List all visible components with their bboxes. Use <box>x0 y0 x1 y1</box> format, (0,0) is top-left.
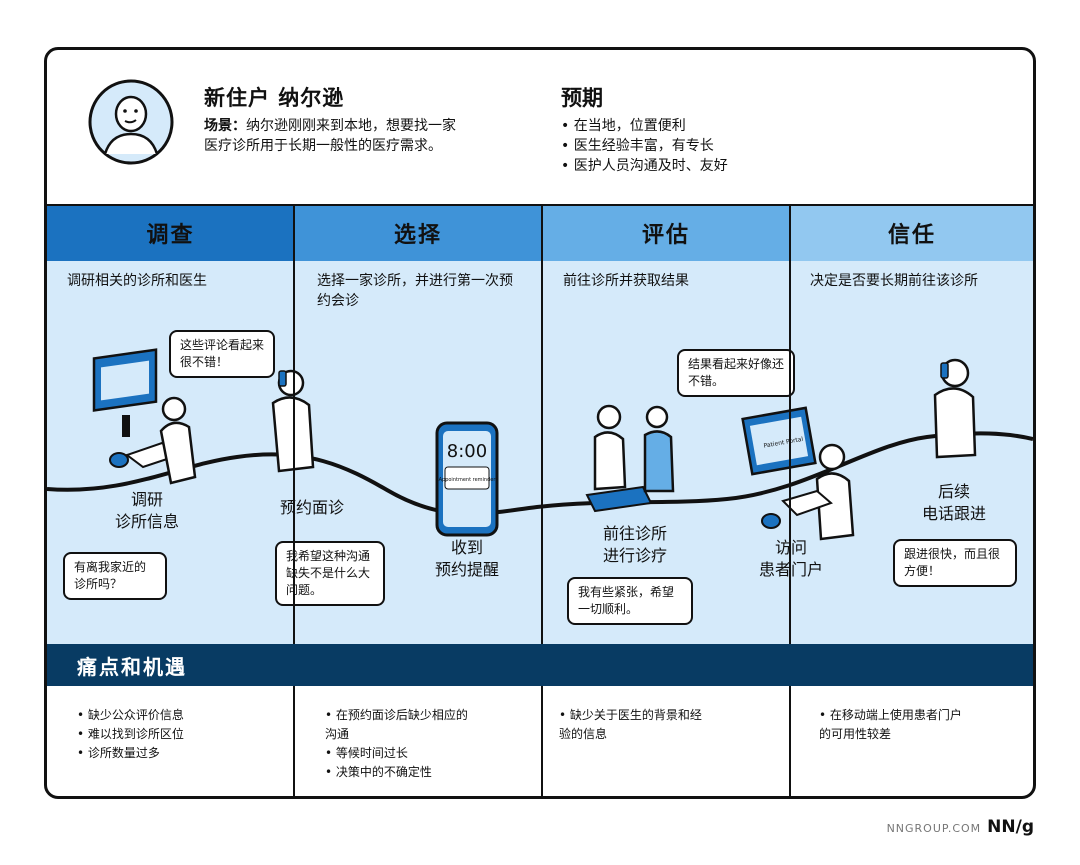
phone-time: 8:00 <box>447 441 487 462</box>
phase-header-trust: 信任 <box>791 205 1033 261</box>
person-on-phone-icon <box>933 358 977 459</box>
phase-description: 前往诊所并获取结果 <box>563 273 689 289</box>
pain-item: 在预约面诊后缺少相应的沟通 <box>325 706 475 744</box>
phase-header-research: 调查 <box>47 205 294 261</box>
patient-doctor-icon <box>585 404 675 513</box>
pain-item: 在移动端上使用患者门户的可用性较差 <box>819 706 969 744</box>
quote-bubble: 跟进很快，而且很方便！ <box>893 539 1017 587</box>
step-visit-clinic: 前往诊所 进行诊疗 <box>602 524 667 565</box>
patient-portal-monitor-icon: Patient Portal <box>741 406 855 541</box>
column-divider <box>789 205 791 796</box>
scenario-text: 纳尔逊刚刚来到本地，想要找一家医疗诊所用于长期一般性的医疗需求。 <box>204 118 456 154</box>
pain-item: 等候时间过长 <box>325 744 475 763</box>
pain-list-choose: 在预约面诊后缺少相应的沟通 等候时间过长 决策中的不确定性 <box>325 706 475 782</box>
journey-illustration: 8:00 Appointment reminder Patient Portal <box>47 348 1033 541</box>
pain-list-trust: 在移动端上使用患者门户的可用性较差 <box>819 706 969 744</box>
quote-bubble: 这些评论看起来很不错！ <box>169 330 275 378</box>
phase-description: 选择一家诊所，并进行第一次预约会诊 <box>317 273 513 309</box>
quote-bubble: 我希望这种沟通缺失不是什么大问题。 <box>275 541 385 606</box>
step-phone-followup: 后续 电话跟进 <box>921 482 986 523</box>
expectation-item: 在当地，位置便利 <box>561 116 728 136</box>
expectations-list: 在当地，位置便利 医生经验丰富，有专长 医护人员沟通及时、友好 <box>561 116 728 176</box>
phase-header-choose: 选择 <box>295 205 541 261</box>
pain-item: 缺少关于医生的背景和经验的信息 <box>559 706 709 744</box>
scenario-label: 场景： <box>204 118 246 134</box>
phone-notice: Appointment reminder <box>439 477 497 483</box>
step-research-clinic: 调研 诊所信息 <box>114 490 179 531</box>
step-access-portal: 访问 患者门户 <box>731 537 851 581</box>
phase-header-evaluate: 评估 <box>543 205 789 261</box>
quote-bubble: 结果看起来好像还不错。 <box>677 349 795 397</box>
journey-map-frame: 新住户 纳尔逊 场景：纳尔逊刚刚来到本地，想要找一家医疗诊所用于长期一般性的医疗… <box>44 47 1036 799</box>
journey-curve <box>47 431 1033 516</box>
pain-points-title: 痛点和机遇 <box>77 655 187 679</box>
section-divider <box>47 204 1033 206</box>
pain-list-evaluate: 缺少关于医生的背景和经验的信息 <box>559 706 709 744</box>
persona-title: 新住户 纳尔逊 <box>204 86 345 110</box>
nng-logo: NN/g <box>987 817 1034 837</box>
person-at-computer-icon <box>92 348 197 485</box>
column-divider <box>541 205 543 796</box>
pain-item: 决策中的不确定性 <box>325 763 475 782</box>
pain-item: 缺少公众评价信息 <box>77 706 277 725</box>
footer-brand: NNGROUP.COM NN/g <box>887 817 1034 837</box>
expectations-title: 预期 <box>561 86 603 110</box>
quote-bubble: 有离我家近的诊所吗？ <box>63 552 167 600</box>
column-divider <box>293 205 295 796</box>
pain-points-band: 痛点和机遇 <box>47 644 1033 686</box>
phone-reminder-icon: 8:00 Appointment reminder <box>435 421 499 537</box>
step-receive-reminder: 收到 预约提醒 <box>434 538 499 579</box>
quote-bubble: 我有些紧张，希望一切顺利。 <box>567 577 693 625</box>
pain-item: 诊所数量过多 <box>77 744 277 763</box>
journey-area: 调查 选择 评估 信任 调研相关的诊所和医生 选择一家诊所，并进行第一次预约会诊… <box>47 205 1033 645</box>
persona-avatar-icon <box>88 79 174 165</box>
expectation-item: 医护人员沟通及时、友好 <box>561 156 728 176</box>
step-book-appointment: 预约面诊 <box>279 498 344 517</box>
footer-site: NNGROUP.COM <box>886 822 982 835</box>
pain-list-research: 缺少公众评价信息 难以找到诊所区位 诊所数量过多 <box>77 706 277 763</box>
phase-description: 决定是否要长期前往该诊所 <box>810 273 978 289</box>
expectation-item: 医生经验丰富，有专长 <box>561 136 728 156</box>
phase-description: 调研相关的诊所和医生 <box>67 273 207 289</box>
pain-item: 难以找到诊所区位 <box>77 725 277 744</box>
persona-scenario: 场景：纳尔逊刚刚来到本地，想要找一家医疗诊所用于长期一般性的医疗需求。 <box>204 116 469 156</box>
